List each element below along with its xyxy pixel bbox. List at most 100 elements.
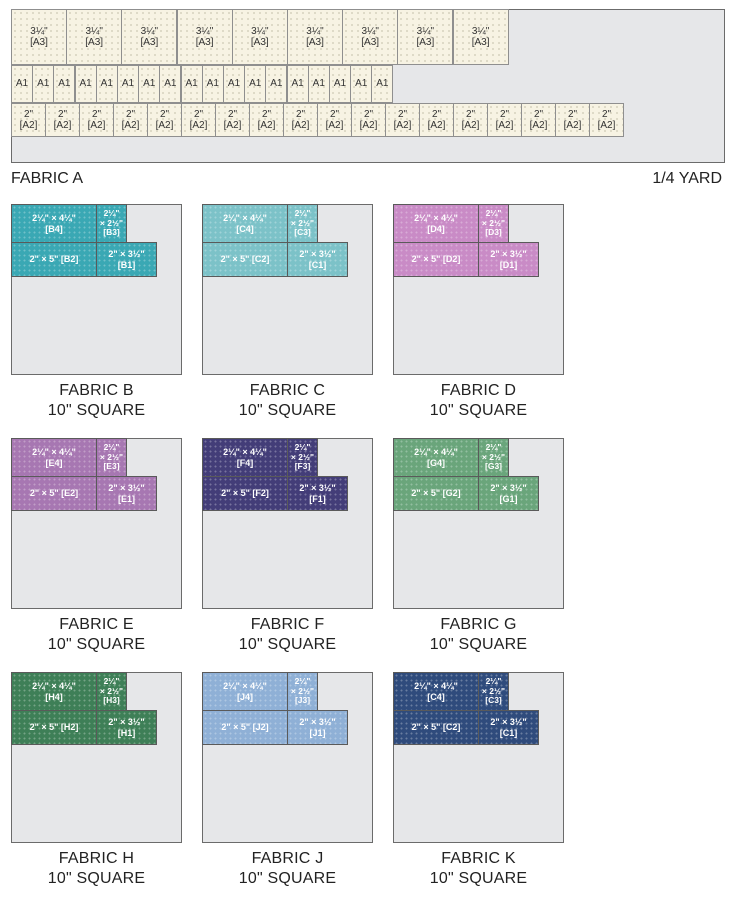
fabric-piece-3: 2¼"× 2½"[B3]	[96, 204, 127, 243]
a2-piece: 2"[A2]	[215, 103, 250, 137]
piece-1-p1-label: 2" × 3½"	[108, 717, 145, 728]
fabric-square: 2¼" × 4¼"[J4]2¼"× 2½"[J3]2" × 5" [J2]2" …	[202, 672, 373, 843]
a2-code-label: [A2]	[223, 120, 242, 131]
fabric-piece-1: 2" × 3½"[H1]	[96, 710, 157, 745]
fabric-size: 10" SQUARE	[429, 402, 528, 419]
piece-4-c4-label: [D4]	[427, 223, 445, 234]
piece-1-c1-label: [D1]	[499, 259, 518, 270]
fabric-square: 2¼" × 4¼"[C4]2¼"× 2½"[C3]2" × 5" [C2]2" …	[393, 672, 564, 843]
piece-4-p4-label: 2¼" × 4¼"	[414, 213, 458, 224]
fabric-piece-2: 2" × 5" [F2]	[202, 476, 288, 511]
a2-piece: 2"[A2]	[317, 103, 352, 137]
fabric-name: FABRIC C	[249, 382, 326, 399]
a3-size-label: 3¼"	[471, 25, 490, 37]
piece-4-c4-label: [E4]	[45, 457, 63, 468]
piece-4-c4-label: [F4]	[236, 457, 254, 468]
fabric-caption: FABRIC B 10" SQUARE	[11, 381, 182, 421]
fabric-piece-4: 2¼" × 4¼"[C4]	[202, 204, 288, 243]
a3-code-label: [A3]	[361, 37, 380, 48]
a2-code-label: [A2]	[291, 120, 310, 131]
fabric-piece-1: 2" × 3½"[E1]	[96, 476, 157, 511]
piece-4-p4-label: 2¼" × 4¼"	[414, 681, 458, 692]
piece-3-p3b-label: × 2½"	[481, 685, 506, 696]
fabric-square: 2¼" × 4¼"[G4]2¼"× 2½"[G3]2" × 5" [G2]2" …	[393, 438, 564, 609]
fabric-piece-2: 2" × 5" [H2]	[11, 710, 97, 745]
fabric-piece-2: 2" × 5" [G2]	[393, 476, 479, 511]
piece-4-p4-label: 2¼" × 4¼"	[223, 447, 267, 458]
fabric-size: 10" SQUARE	[47, 402, 146, 419]
piece-2-p2-label: 2" × 5" [H2]	[29, 722, 79, 733]
piece-2-p2-label: 2" × 5" [E2]	[29, 488, 79, 499]
a1-piece: A1	[53, 65, 76, 103]
fabric-name: FABRIC E	[59, 616, 134, 633]
fabric-a-size: 1/4 YARD	[652, 170, 722, 187]
fabric-name: FABRIC H	[58, 850, 135, 867]
piece-2-p2-label: 2" × 5" [C2]	[411, 722, 461, 733]
a2-piece: 2"[A2]	[147, 103, 182, 137]
fabric-piece-4: 2¼" × 4¼"[C4]	[393, 672, 479, 711]
piece-1-p1-label: 2" × 3½"	[490, 249, 527, 260]
piece-2-p2-label: 2" × 5" [G2]	[411, 488, 461, 499]
piece-3-p3b-label: × 2½"	[99, 685, 124, 696]
piece-4-c4-label: [C4]	[427, 691, 445, 702]
fabric-square: 2¼" × 4¼"[F4]2¼"× 2½"[F3]2" × 5" [F2]2" …	[202, 438, 373, 609]
a3-size-label: 3¼"	[306, 25, 324, 37]
fabric-piece-3: 2¼"× 2½"[C3]	[478, 672, 509, 711]
fabric-name: FABRIC B	[59, 382, 134, 399]
a1-piece: A1	[265, 65, 288, 103]
fabric-piece-1: 2" × 3½"[F1]	[287, 476, 348, 511]
a3-code-label: [A3]	[140, 37, 159, 48]
piece-4-p4-label: 2¼" × 4¼"	[32, 681, 76, 692]
a2-code-label: [A2]	[393, 120, 412, 131]
a3-piece: 3¼"[A3]	[397, 9, 454, 65]
piece-3-p3a-label: 2¼"	[294, 207, 311, 218]
piece-1-c1-label: [C1]	[499, 727, 518, 738]
piece-2-p2-label: 2" × 5" [C2]	[220, 254, 270, 265]
a2-size-label: 2"	[499, 108, 510, 120]
a3-code-label: [A3]	[30, 37, 48, 48]
a2-size-label: 2"	[261, 108, 272, 120]
fabric-a-name: FABRIC A	[11, 170, 84, 187]
piece-1-p1-label: 2" × 3½"	[108, 249, 145, 260]
a3-piece: 3¼"[A3]	[176, 9, 233, 65]
fabric-square: 2¼" × 4¼"[C4]2¼"× 2½"[C3]2" × 5" [C2]2" …	[202, 204, 373, 375]
fabric-piece-4: 2¼" × 4¼"[E4]	[11, 438, 97, 477]
a2-piece: 2"[A2]	[419, 103, 454, 137]
a1-piece: A1	[180, 65, 203, 103]
fabric-piece-2: 2" × 5" [C2]	[202, 242, 288, 277]
a2-size-label: 2"	[465, 108, 476, 120]
piece-3-c3-label: [H3]	[103, 695, 120, 706]
piece-3-c3-label: [F3]	[294, 461, 311, 472]
fabric-piece-2: 2" × 5" [C2]	[393, 710, 479, 745]
fabric-piece-2: 2" × 5" [J2]	[202, 710, 288, 745]
a3-size-label: 3¼"	[195, 25, 214, 37]
piece-4-p4-label: 2¼" × 4¼"	[32, 213, 76, 224]
a1-piece: A1	[329, 65, 351, 103]
fabric-piece-2: 2" × 5" [D2]	[393, 242, 479, 277]
a1-piece: A1	[74, 65, 97, 103]
a2-piece: 2"[A2]	[249, 103, 284, 137]
a2-piece: 2"[A2]	[453, 103, 488, 137]
fabric-piece-1: 2" × 3½"[B1]	[96, 242, 157, 277]
piece-4-p4-label: 2¼" × 4¼"	[32, 447, 76, 458]
fabric-piece-2: 2" × 5" [E2]	[11, 476, 97, 511]
a2-code-label: [A2]	[359, 120, 378, 131]
a1-piece: A1	[117, 65, 139, 103]
piece-1-p1-label: 2" × 3½"	[299, 483, 336, 494]
fabric-piece-3: 2¼"× 2½"[E3]	[96, 438, 127, 477]
a3-piece: 3¼"[A3]	[11, 9, 67, 65]
a1-piece: A1	[159, 65, 182, 103]
a2-piece: 2"[A2]	[351, 103, 386, 137]
fabric-name: FABRIC D	[440, 382, 517, 399]
a2-piece: 2"[A2]	[11, 103, 46, 137]
fabric-piece-3: 2¼"× 2½"[F3]	[287, 438, 318, 477]
piece-3-c3-label: [E3]	[103, 461, 120, 472]
piece-3-p3b-label: × 2½"	[290, 685, 315, 696]
piece-3-p3a-label: 2¼"	[294, 441, 311, 452]
piece-3-p3a-label: 2¼"	[485, 207, 502, 218]
fabric-size: 10" SQUARE	[429, 870, 528, 887]
piece-1-p1-label: 2" × 3½"	[299, 717, 336, 728]
fabric-piece-3: 2¼"× 2½"[D3]	[478, 204, 509, 243]
